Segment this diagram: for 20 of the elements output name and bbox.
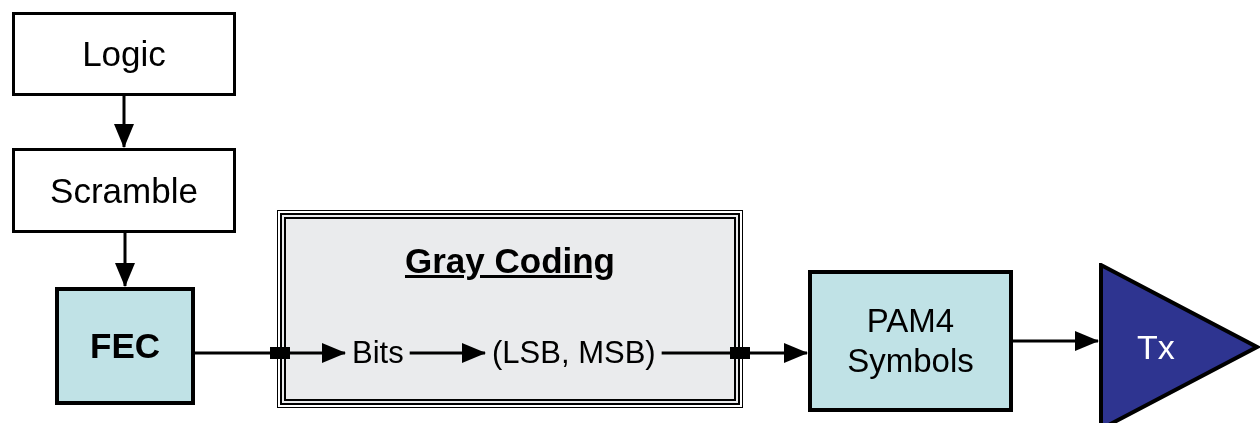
node-label: FEC bbox=[90, 326, 160, 366]
process-box bbox=[12, 12, 236, 96]
process-box bbox=[55, 287, 195, 405]
node-label: (LSB, MSB) bbox=[492, 335, 656, 371]
arrow bbox=[661, 343, 808, 363]
node-label: Tx bbox=[1137, 327, 1175, 367]
arrow bbox=[409, 343, 486, 363]
arrow bbox=[115, 233, 135, 287]
arrow bbox=[1013, 331, 1099, 351]
arrow bbox=[195, 343, 346, 363]
amplifier-triangle bbox=[1099, 263, 1260, 423]
group-box bbox=[280, 213, 740, 405]
node-label: Logic bbox=[82, 34, 166, 74]
process-box bbox=[12, 148, 236, 233]
group-heading: Gray Coding bbox=[405, 241, 615, 281]
node-label: Bits bbox=[352, 335, 404, 371]
node-label: Scramble bbox=[50, 170, 198, 211]
node-label: PAM4 Symbols bbox=[846, 301, 975, 381]
arrow bbox=[114, 96, 134, 148]
process-box bbox=[808, 270, 1013, 412]
